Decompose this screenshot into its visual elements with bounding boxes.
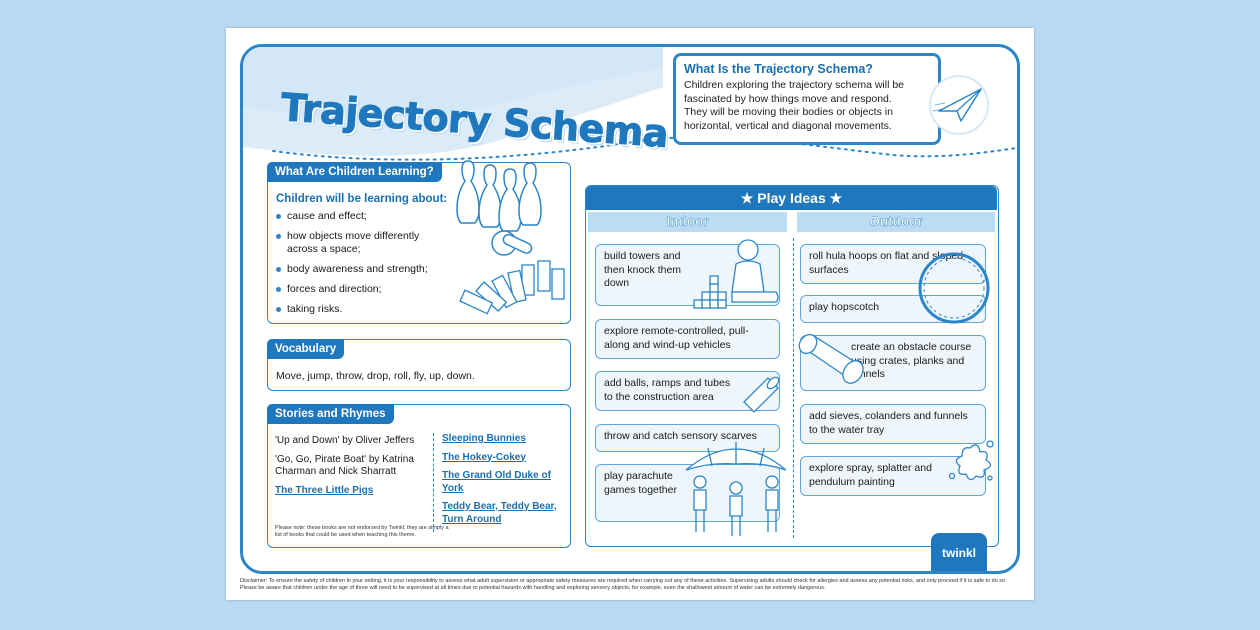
outdoor-idea-card: create an obstacle course using crates, …	[800, 335, 986, 391]
vocabulary-panel: Vocabulary Move, jump, throw, drop, roll…	[267, 339, 571, 391]
tube-illustration	[743, 376, 780, 413]
story-link[interactable]: Sleeping Bunnies	[442, 433, 526, 444]
list-item: body awareness and strength;	[276, 263, 446, 276]
learning-list: cause and effect; how objects move diffe…	[276, 210, 446, 323]
learning-subheading: Children will be learning about:	[276, 193, 448, 205]
twinkl-logo: twinkl	[931, 533, 987, 571]
story-link[interactable]: Teddy Bear, Teddy Bear, Turn Around	[442, 501, 557, 525]
stories-column-1: 'Up and Down' by Oliver Jeffers 'Go, Go,…	[275, 435, 427, 503]
vocabulary-text: Move, jump, throw, drop, roll, fly, up, …	[276, 370, 475, 382]
story-link[interactable]: The Three Little Pigs	[275, 484, 374, 496]
learning-panel: What Are Children Learning? Children wil…	[267, 160, 571, 324]
learning-tab: What Are Children Learning?	[267, 162, 442, 182]
play-ideas-panel: ★ Play Ideas ★ Indoor Outdoor build towe…	[585, 185, 999, 547]
story-item: 'Up and Down' by Oliver Jeffers	[275, 435, 415, 446]
indoor-idea-card: throw and catch sensory scarves	[595, 424, 780, 452]
stories-tab: Stories and Rhymes	[267, 404, 394, 424]
what-is-text: Children exploring the trajectory schema…	[684, 79, 905, 132]
play-ideas-heading: Play Ideas	[757, 190, 826, 206]
outdoor-idea-card: play hopscotch	[800, 295, 986, 323]
skittles-dominoes-illustration	[456, 160, 565, 315]
indoor-heading: Indoor	[588, 212, 787, 232]
what-is-panel: What Is the Trajectory Schema? Children …	[673, 53, 941, 145]
list-item: taking risks.	[276, 303, 446, 316]
header-wave	[243, 47, 1017, 161]
column-divider	[793, 238, 794, 538]
paint-splatter-illustration	[948, 440, 994, 481]
list-item: cause and effect;	[276, 210, 446, 223]
outdoor-idea-card: roll hula hoops on flat and sloped surfa…	[800, 244, 986, 284]
list-item: forces and direction;	[276, 283, 446, 296]
star-icon: ★	[829, 190, 843, 206]
indoor-idea-card: play parachute games together	[595, 464, 780, 522]
outdoor-idea-card: add sieves, colanders and funnels to the…	[800, 404, 986, 444]
hula-hoop-illustration	[918, 252, 990, 324]
child-building-blocks-illustration	[693, 239, 779, 309]
stories-column-2: Sleeping Bunnies The Hokey-Cokey The Gra…	[433, 433, 565, 532]
paper-plane-icon	[929, 75, 989, 135]
story-link[interactable]: The Hokey-Cokey	[442, 451, 526, 463]
indoor-idea-card: explore remote-controlled, pull-along an…	[595, 319, 780, 359]
sheet-frame: Trajectory Schema What Is the Trajectory…	[240, 44, 1020, 574]
outdoor-heading: Outdoor	[797, 212, 995, 232]
disclaimer: Disclaimer: To ensure the safety of chil…	[240, 578, 1007, 591]
stories-note: Please note: these books are not endorse…	[275, 525, 449, 538]
parachute-illustration	[685, 442, 787, 536]
story-item: 'Go, Go, Pirate Boat' by Katrina Charman…	[275, 453, 414, 478]
star-icon: ★	[740, 190, 754, 206]
vocabulary-tab: Vocabulary	[267, 339, 345, 359]
tunnel-illustration	[798, 334, 864, 384]
play-ideas-header: ★ Play Ideas ★	[586, 186, 997, 210]
what-is-heading: What Is the Trajectory Schema?	[684, 62, 873, 76]
list-item: how objects move differently across a sp…	[276, 230, 446, 256]
activity-sheet: Trajectory Schema What Is the Trajectory…	[226, 28, 1034, 600]
stories-panel: Stories and Rhymes 'Up and Down' by Oliv…	[267, 404, 571, 548]
story-link[interactable]: The Grand Old Duke of York	[442, 470, 551, 494]
